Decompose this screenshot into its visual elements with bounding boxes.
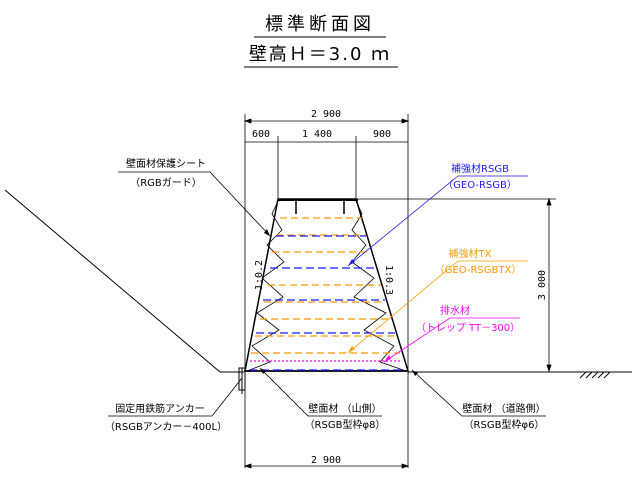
leader-rsgb-arrow <box>348 259 355 266</box>
slope-right-label: 1:0.3 <box>383 265 394 295</box>
leader-protect-sheet-arrow <box>264 229 270 236</box>
leader-anchor <box>108 377 243 417</box>
label-drain-sub: （トレップ TT－300） <box>416 322 520 334</box>
top-dimension-lines <box>243 114 410 370</box>
dim-top-total: 2 900 <box>311 109 341 120</box>
leader-wall-mountain-arrow <box>260 368 266 374</box>
bottom-dimension-lines <box>243 372 410 469</box>
drawing-title: 標準断面図 <box>265 14 375 35</box>
slope-left-label: 1:0.2 <box>254 260 265 290</box>
label-anchor-sub: （RSGBアンカー－400L） <box>105 421 227 433</box>
dim-height: 3 000 <box>537 270 548 300</box>
label-tx: 補強材TX <box>449 247 492 260</box>
right-face-formwork <box>351 200 407 372</box>
dim-top-mid: 1 400 <box>302 129 332 140</box>
leader-drain-arrow <box>384 355 391 362</box>
label-drain: 排水材 <box>440 304 470 317</box>
tx-reinforcement-layers <box>251 217 400 354</box>
label-rsgb: 補強材RSGB <box>451 162 509 175</box>
label-wall-road: 壁面材 （道路側） <box>462 402 545 415</box>
leader-wall-road <box>411 369 546 417</box>
leader-tx <box>347 260 528 354</box>
leader-drain <box>383 317 520 363</box>
ground-hatch <box>579 371 611 379</box>
leader-rsgb <box>347 175 528 267</box>
label-wall-mountain-sub: （RSGB型枠φ8） <box>305 418 386 431</box>
label-protect-sheet-sub: （RGBガード） <box>130 177 202 189</box>
leader-wall-mountain <box>259 367 382 417</box>
label-wall-mountain: 壁面材 （山側） <box>308 402 381 415</box>
label-tx-sub: （GEO-RSGBTX） <box>435 264 522 276</box>
dim-top-left: 600 <box>252 129 270 140</box>
ground-line-left <box>4 189 244 373</box>
dim-bottom-total: 2 900 <box>311 455 341 466</box>
leader-protect-sheet <box>118 171 271 237</box>
label-protect-sheet: 壁面材保護シート <box>126 157 206 170</box>
leader-tx-arrow <box>348 346 355 353</box>
drawing-subtitle: 壁高Ｈ＝3.0 ｍ <box>249 44 391 65</box>
label-wall-road-sub: （RSGB型枠φ6） <box>464 418 545 431</box>
rsgb-reinforcement-layers <box>249 235 404 371</box>
height-dimension-lines <box>356 197 556 373</box>
left-face-formwork <box>246 200 285 372</box>
label-anchor: 固定用鉄筋アンカー <box>115 402 205 415</box>
label-rsgb-sub: （GEO-RSGB） <box>443 179 517 191</box>
dim-top-right: 900 <box>373 129 391 140</box>
leader-wall-road-arrow <box>412 370 418 376</box>
